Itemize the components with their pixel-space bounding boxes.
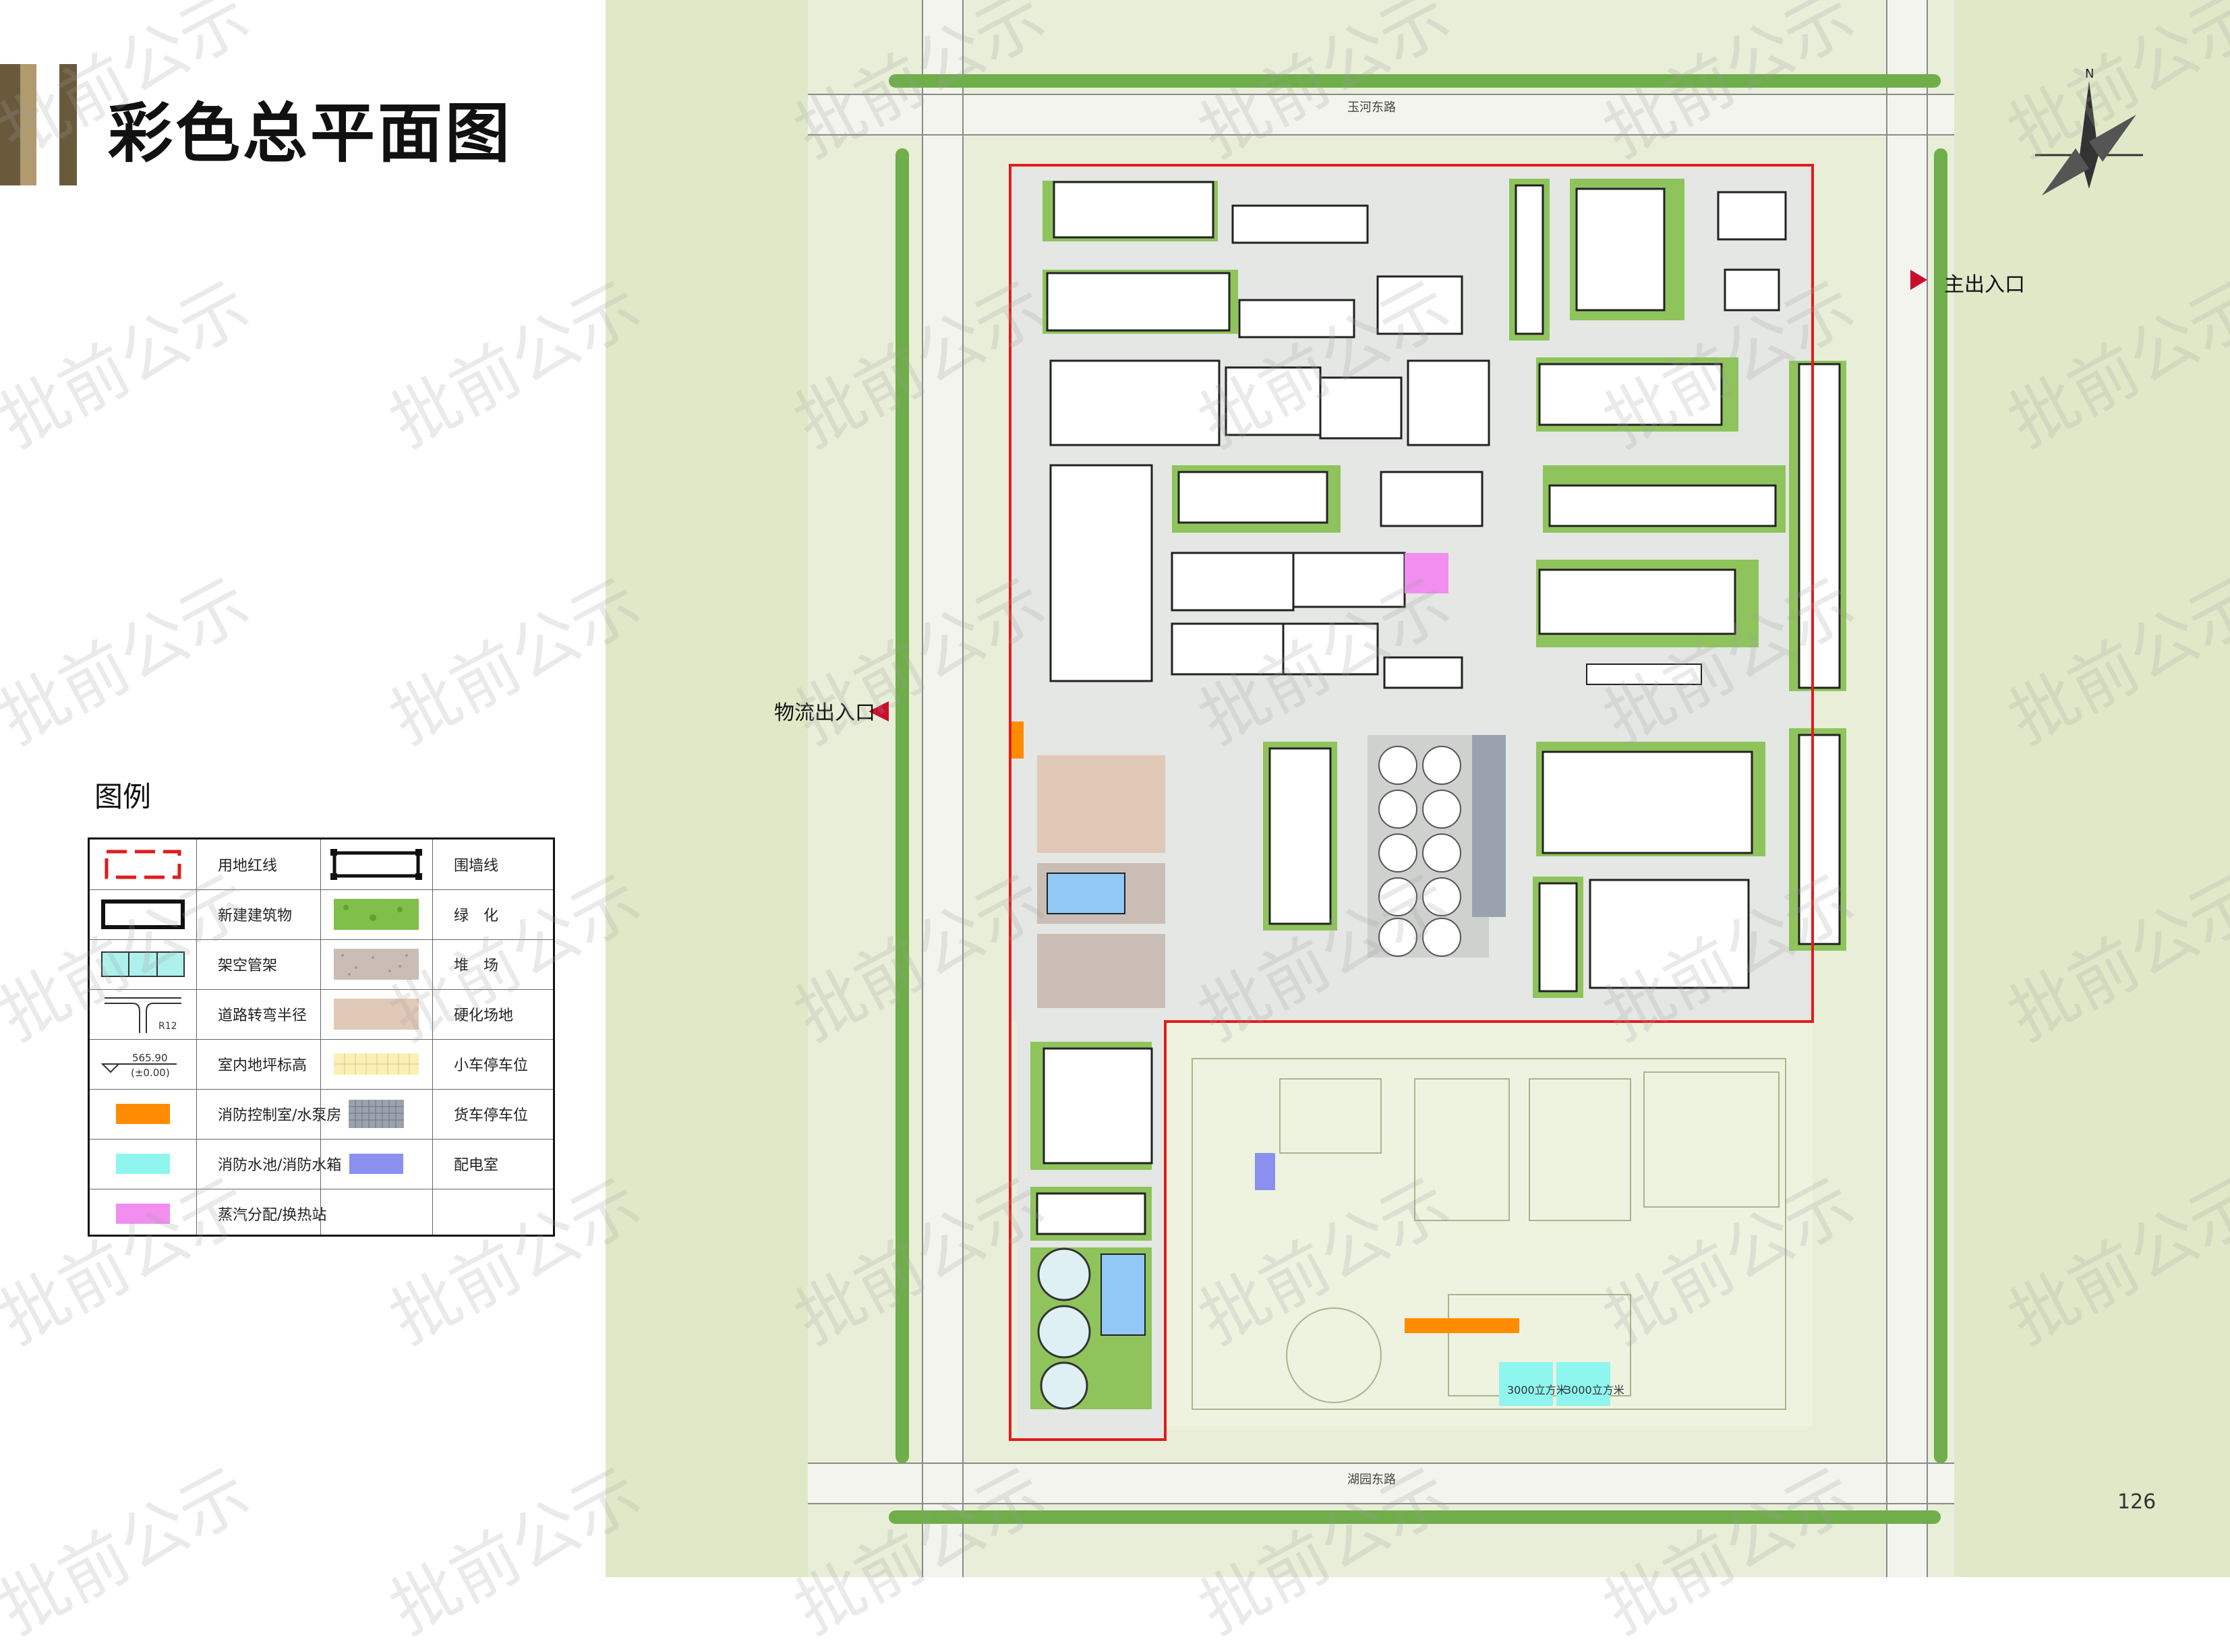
legend-label: 消防控制室/水泵房: [218, 1107, 342, 1124]
watermark: 批前公示: [0, 1452, 262, 1649]
road-radius-value: R12: [158, 1021, 177, 1032]
svg-text:N: N: [2085, 67, 2094, 81]
brand-bar-dark-2: [59, 64, 77, 185]
green-swatch: [334, 899, 419, 930]
legend-label: 配电室: [454, 1157, 499, 1174]
elevation-sub: (±0.00): [131, 1067, 170, 1079]
legend-row: 消防水池/消防水箱 配电室: [90, 1139, 553, 1189]
legend-label: 硬化场地: [454, 1007, 514, 1024]
legend-table: 用地红线 围墙线 新建建筑物 绿 化 架空管架 堆 场 R12 道路转弯半径: [88, 837, 555, 1237]
watermark: 批前公示: [0, 562, 262, 759]
power-room-swatch: [349, 1154, 403, 1174]
brand-bar-light: [20, 64, 36, 185]
site-plan-map: 3000立方米 3000立方米 主出入口 物流出入口 玉河东路 湖园东路 N: [606, 0, 2230, 1577]
fire-pool-swatch: [116, 1154, 170, 1174]
legend-row: 新建建筑物 绿 化: [90, 889, 553, 940]
legend-row: 架空管架 堆 场: [90, 939, 553, 990]
legend-row: 565.90 (±0.00) 室内地坪标高 小车停车位: [90, 1039, 553, 1090]
legend-label: 蒸汽分配/换热站: [218, 1207, 327, 1224]
site-plan-svg: 3000立方米 3000立方米 主出入口 物流出入口 玉河东路 湖园东路 N: [606, 0, 2230, 1577]
road-radius-swatch: R12: [105, 997, 181, 1033]
page-number: 126: [2117, 1490, 2156, 1514]
legend-label: 小车停车位: [454, 1057, 529, 1074]
legend-label: 道路转弯半径: [218, 1007, 307, 1024]
fire-control-swatch: [116, 1104, 170, 1124]
tank-label-1: 3000立方米: [1507, 1384, 1567, 1396]
legend-row: 蒸汽分配/换热站: [90, 1189, 553, 1239]
brand-bar-dark: [0, 64, 20, 185]
legend-label: 绿 化: [454, 908, 499, 924]
hard-ground-swatch: [334, 999, 419, 1030]
tank-label-2: 3000立方米: [1564, 1384, 1624, 1396]
pipe-rack-swatch: [101, 951, 185, 977]
legend-label: 围墙线: [454, 858, 499, 875]
north-arrow-icon: N: [2035, 67, 2143, 196]
road-label-north: 玉河东路: [1347, 100, 1396, 115]
floor-elevation-swatch: 565.90 (±0.00): [100, 1052, 177, 1079]
page-title: 彩色总平面图: [108, 96, 512, 171]
watermark: 批前公示: [0, 266, 262, 463]
legend-label: 消防水池/消防水箱: [218, 1157, 342, 1174]
wall-line-swatch: [330, 849, 422, 880]
legend-row: 用地红线 围墙线: [90, 839, 553, 890]
legend-label: 堆 场: [454, 957, 499, 974]
legend-label: 货车停车位: [454, 1107, 529, 1124]
main-entrance-label: 主出入口: [1944, 273, 2025, 297]
legend-label: 室内地坪标高: [218, 1057, 307, 1074]
logistics-entrance-label: 物流出入口: [774, 701, 875, 725]
legend-row: 消防控制室/水泵房 货车停车位: [90, 1089, 553, 1140]
legend-label: 新建建筑物: [218, 908, 293, 924]
legend-row: R12 道路转弯半径 硬化场地: [90, 989, 553, 1040]
elevation-value: 565.90: [132, 1052, 168, 1064]
red-boundary-swatch: [105, 850, 181, 879]
car-parking-swatch: [334, 1053, 419, 1075]
truck-parking-swatch: [349, 1100, 404, 1128]
new-building-swatch: [101, 899, 185, 929]
legend-label: 架空管架: [218, 957, 278, 974]
storage-yard-swatch: [334, 949, 419, 980]
steam-station-swatch: [116, 1204, 170, 1224]
legend-label: 用地红线: [218, 858, 278, 875]
road-label-south: 湖园东路: [1347, 1473, 1396, 1487]
legend-title: 图例: [94, 780, 152, 813]
